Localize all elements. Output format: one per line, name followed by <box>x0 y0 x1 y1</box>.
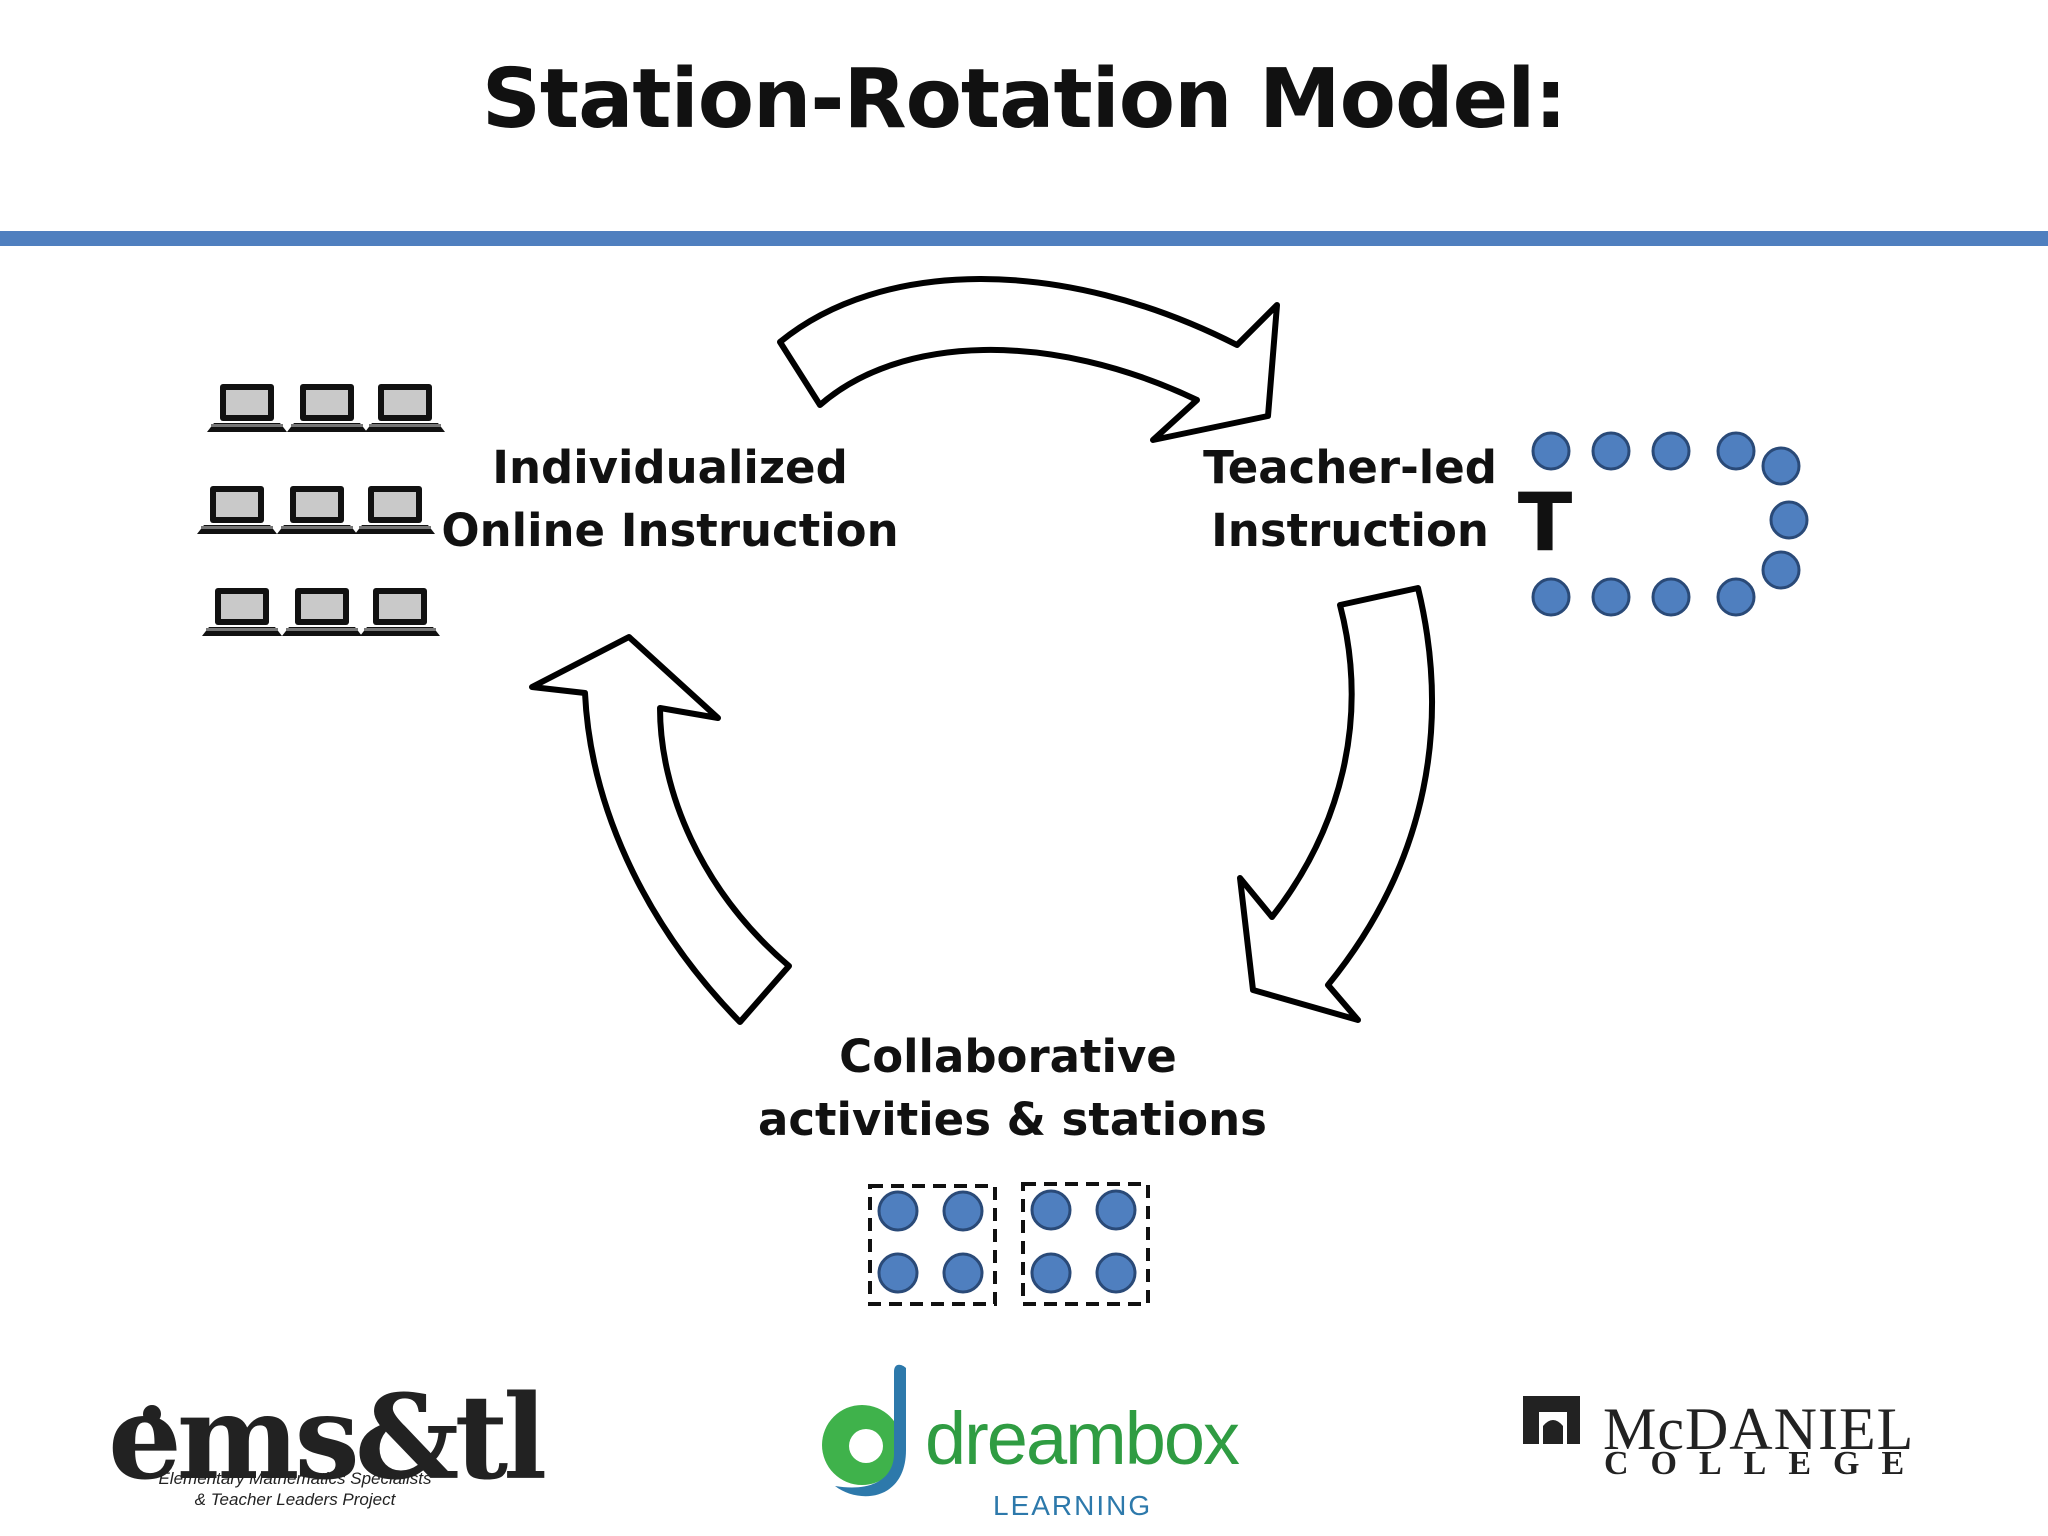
student-dot <box>1761 550 1801 590</box>
student-dot <box>1095 1189 1137 1231</box>
laptop-icon <box>365 384 445 432</box>
emstl-subtitle-line2: & Teacher Leaders Project <box>194 1490 396 1509</box>
online-station-label: Individualized Online Instruction <box>440 436 900 562</box>
laptop-grid <box>197 384 445 636</box>
laptop-icon <box>355 486 435 534</box>
collab-group-1 <box>868 1184 997 1306</box>
laptop-icon <box>282 588 362 636</box>
teacher-station-line1: Teacher-led <box>1203 441 1497 494</box>
dreambox-logo-subtitle: LEARNING <box>993 1490 1153 1521</box>
laptop-icon <box>277 486 357 534</box>
emstl-logo: ems&tl <box>108 1370 547 1506</box>
laptop-icon <box>197 486 277 534</box>
collaborative-station-line1: Collaborative <box>839 1030 1177 1083</box>
laptop-icon <box>207 384 287 432</box>
student-dot <box>1030 1189 1072 1231</box>
emstl-badge-icon <box>143 1405 161 1423</box>
dreambox-logo-mark <box>822 1364 906 1497</box>
laptop-icon <box>202 588 282 636</box>
teacher-table-students <box>1531 431 1809 617</box>
student-dot <box>1591 577 1631 617</box>
dreambox-logo: dreambox <box>925 1397 1240 1480</box>
student-dot <box>1761 446 1801 486</box>
online-station-line2: Online Instruction <box>441 504 899 557</box>
student-dot <box>1531 431 1571 471</box>
collab-students <box>877 1189 1137 1294</box>
arrow-teacher-to-collaborative <box>1237 585 1435 1023</box>
student-dot <box>1651 431 1691 471</box>
mcdaniel-logo-mark <box>1523 1396 1580 1444</box>
student-dot <box>1716 431 1756 471</box>
page-title: Station-Rotation Model: <box>481 52 1567 147</box>
teacher-marker: T <box>1518 476 1573 569</box>
student-dot <box>1716 577 1756 617</box>
laptop-icon <box>360 588 440 636</box>
student-dot <box>942 1190 984 1232</box>
student-dot <box>1030 1252 1072 1294</box>
emstl-subtitle-line1: Elementary Mathematics Specialists <box>158 1469 432 1488</box>
arrow-collaborative-to-online <box>529 634 792 1025</box>
collab-group-2 <box>1021 1182 1150 1306</box>
student-dot <box>1769 500 1809 540</box>
teacher-station-line2: Instruction <box>1211 504 1489 557</box>
mcdaniel-logo: McDANIEL <box>1603 1396 1915 1462</box>
laptop-icon <box>287 384 367 432</box>
title-divider <box>0 231 2048 246</box>
arrow-online-to-teacher <box>777 276 1280 443</box>
collaborative-groups <box>868 1182 1150 1306</box>
student-dot <box>877 1190 919 1232</box>
student-dot <box>1531 577 1571 617</box>
student-dot <box>942 1252 984 1294</box>
collaborative-station-label: Collaborative activities & stations <box>758 1025 1267 1151</box>
student-dot <box>877 1252 919 1294</box>
emstl-logo-subtitle: Elementary Mathematics Specialists & Tea… <box>100 1468 490 1510</box>
student-dot <box>1095 1252 1137 1294</box>
student-dot <box>1591 431 1631 471</box>
teacher-station-label: Teacher-led Instruction <box>1180 436 1520 562</box>
mcdaniel-logo-subtitle: COLLEGE <box>1604 1445 1927 1482</box>
student-dot <box>1651 577 1691 617</box>
collaborative-station-line2: activities & stations <box>758 1093 1267 1146</box>
online-station-line1: Individualized <box>492 441 848 494</box>
